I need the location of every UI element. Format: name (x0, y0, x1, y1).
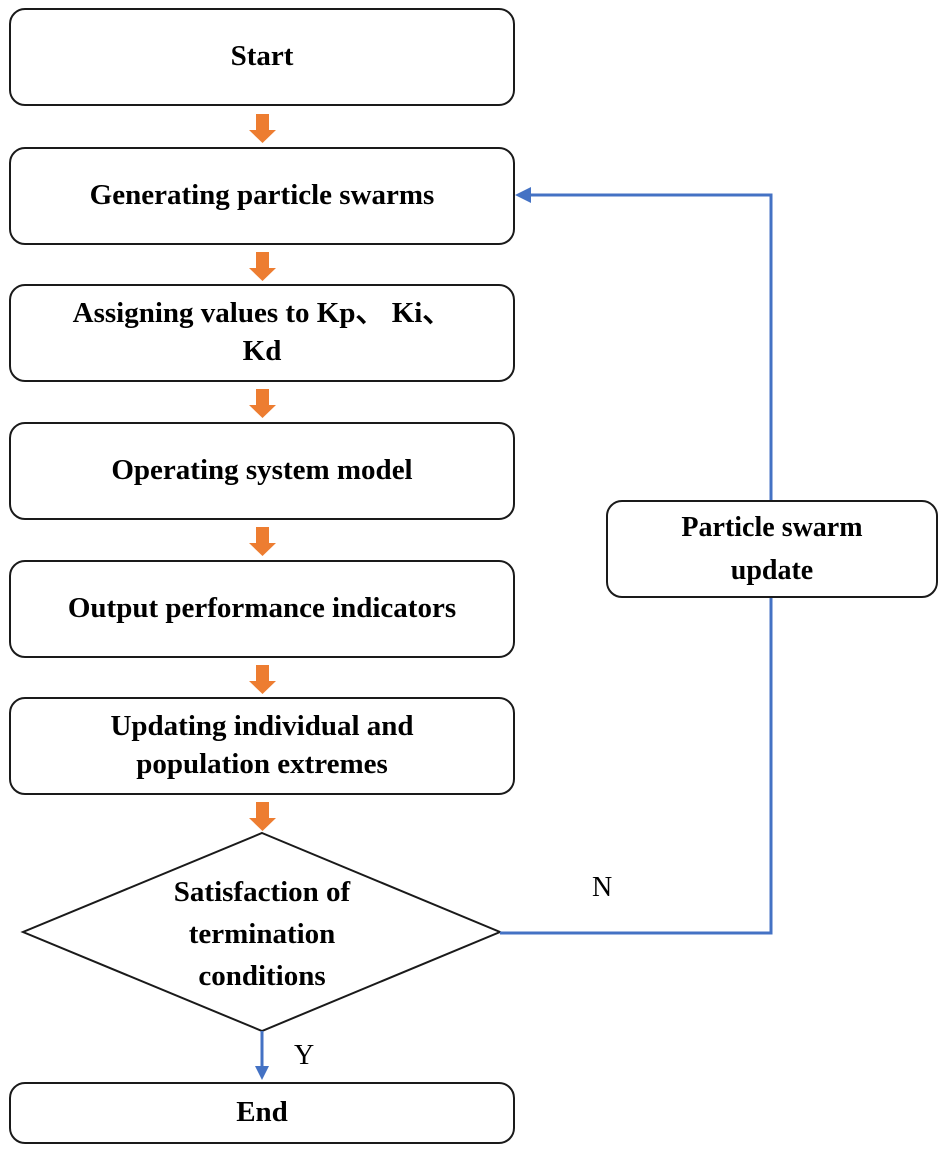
updating-extremes-line-1: Updating individual and (110, 710, 414, 743)
decision-line-1: Satisfaction of (173, 876, 351, 908)
generate-swarms-node: Generating particle swarms (9, 147, 515, 245)
output-indicators-label: Output performance indicators (67, 592, 457, 625)
operating-model-label: Operating system model (111, 454, 413, 487)
arrow-updating-to-decision (249, 802, 276, 831)
arrowhead-to-end (255, 1066, 269, 1080)
loop-line-decision-to-update (500, 598, 773, 935)
updating-extremes-label: Updating individual and population extre… (102, 708, 421, 783)
arrow-start-to-generate (249, 114, 276, 143)
particle-swarm-update-node: Particle swarm update (606, 500, 938, 598)
generate-swarms-label: Generating particle swarms (89, 179, 435, 212)
arrow-assign-to-operate (249, 389, 276, 418)
no-branch-label: N (592, 872, 613, 903)
loop-lines (260, 193, 773, 1069)
end-label: End (236, 1096, 288, 1129)
operating-model-node: Operating system model (9, 422, 515, 520)
updating-extremes-node: Updating individual and population extre… (9, 697, 515, 795)
particle-swarm-update-label: Particle swarm update (673, 506, 870, 593)
particle-swarm-update-line-2: update (730, 555, 814, 586)
end-node: End (9, 1082, 515, 1144)
arrowhead-to-generate (515, 187, 531, 203)
assign-values-line-1: Assigning values to Kp、 Ki、 (72, 297, 452, 330)
arrow-operate-to-output (249, 527, 276, 556)
loop-arrowheads (255, 187, 531, 1080)
particle-swarm-update-line-1: Particle swarm (681, 511, 863, 543)
assign-values-line-2: Kd (242, 335, 282, 367)
arrow-generate-to-assign (249, 252, 276, 281)
assign-values-label: Assigning values to Kp、 Ki、 Kd (65, 295, 460, 370)
start-label: Start (230, 40, 294, 73)
decision-line-2: termination (188, 917, 336, 950)
arrow-output-to-updating (249, 665, 276, 694)
loop-line-update-to-generate (528, 193, 773, 500)
updating-extremes-line-2: population extremes (136, 748, 388, 780)
start-node: Start (9, 8, 515, 106)
output-indicators-node: Output performance indicators (9, 560, 515, 658)
flow-arrows (249, 114, 276, 831)
assign-values-node: Assigning values to Kp、 Ki、 Kd (9, 284, 515, 382)
decision-line-3: conditions (198, 959, 326, 992)
decision-label: Satisfaction of termination conditions (120, 872, 404, 997)
yes-branch-label: Y (294, 1040, 315, 1071)
